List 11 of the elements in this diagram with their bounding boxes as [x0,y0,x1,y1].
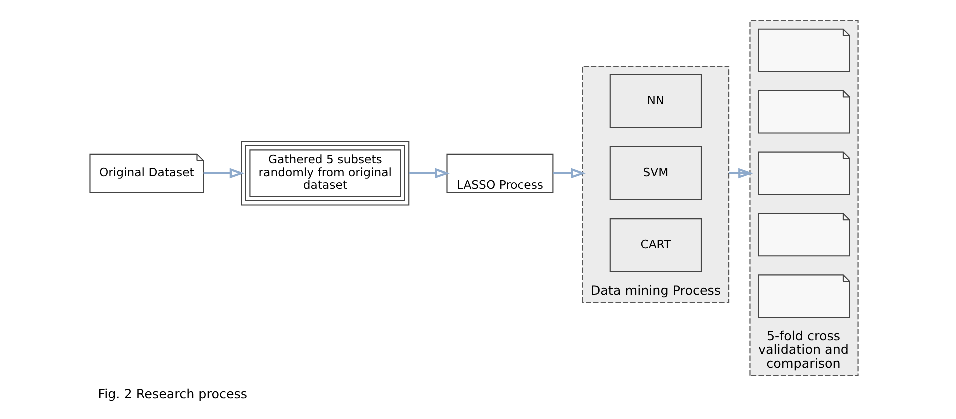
cluster: 5-fold cross validation and comparison [749,20,858,376]
arrow [203,168,244,179]
node-box: CART [609,218,702,273]
arrow [728,168,753,179]
node-box: LASSO Process [446,154,554,194]
node-box: Gathered 5 subsets randomly from original dataset [240,141,410,206]
node-box: SVM [609,146,702,200]
caption: Fig. 2 Research process [98,386,248,402]
node-box: NN [609,74,702,128]
arrow [408,168,450,179]
arrow [552,168,586,179]
